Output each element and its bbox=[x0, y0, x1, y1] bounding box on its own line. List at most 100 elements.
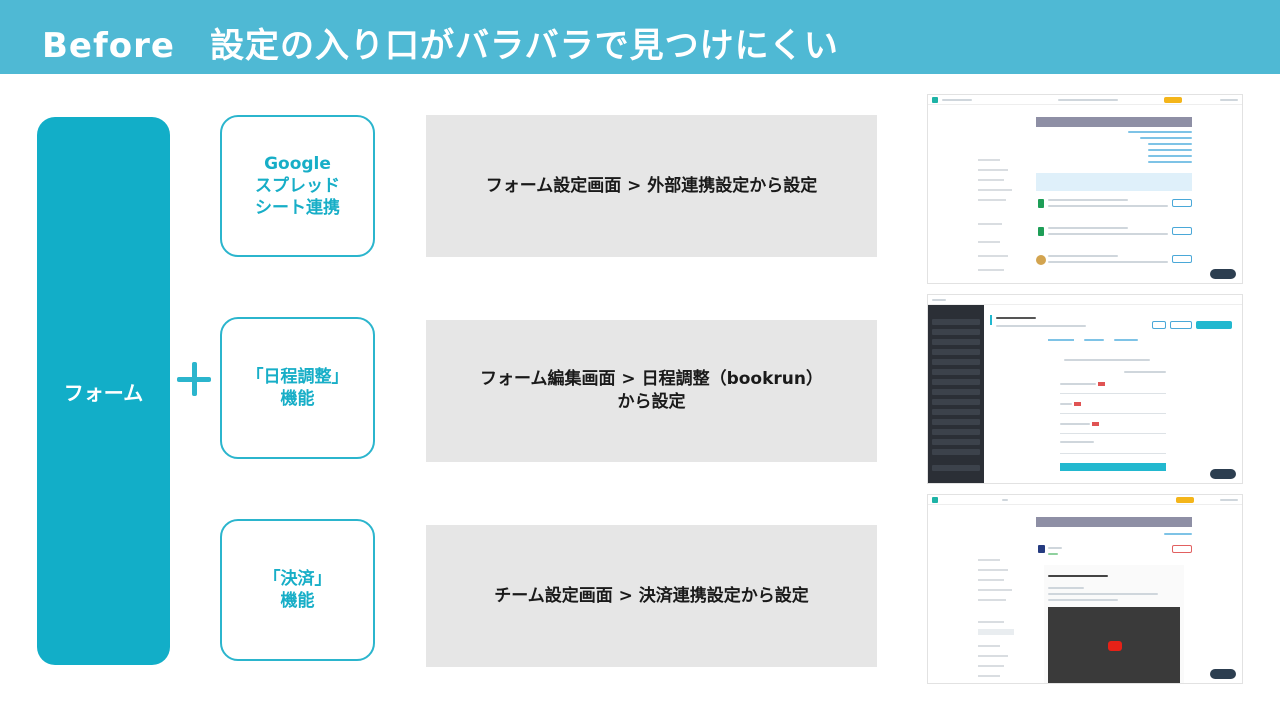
feature-label: 「日程調整」 機能 bbox=[246, 366, 349, 409]
thumb-field bbox=[1060, 449, 1166, 454]
thumb-topbar bbox=[928, 295, 1242, 305]
thumb-button bbox=[1170, 321, 1192, 329]
thumb-side-item bbox=[978, 169, 1008, 171]
thumb-line bbox=[1140, 137, 1192, 139]
thumb-dark-item bbox=[932, 329, 980, 335]
thumb-dark-item bbox=[932, 359, 980, 365]
thumb-side-item bbox=[978, 599, 1006, 601]
thumb-field bbox=[1060, 389, 1166, 394]
thumb-button bbox=[1172, 255, 1192, 263]
thumb-field bbox=[1060, 429, 1166, 434]
thumb-side-item bbox=[978, 223, 1002, 225]
thumb-line bbox=[1148, 143, 1192, 145]
thumb-field bbox=[1060, 409, 1166, 414]
thumb-line bbox=[1048, 255, 1118, 257]
thumb-dark-item bbox=[932, 429, 980, 435]
thumb-button bbox=[1060, 463, 1166, 471]
thumb-side-item bbox=[978, 629, 1014, 635]
thumb-side-item bbox=[978, 579, 1004, 581]
description-box-scheduling: フォーム編集画面 > 日程調整（bookrun） から設定 bbox=[426, 320, 877, 462]
thumb-dark-item bbox=[932, 379, 980, 385]
description-text: フォーム編集画面 > 日程調整（bookrun） から設定 bbox=[480, 369, 823, 412]
thumb-button bbox=[1152, 321, 1166, 329]
feature-label: 「決済」 機能 bbox=[263, 568, 332, 611]
thumb-line bbox=[932, 299, 946, 301]
thumb-line bbox=[1048, 199, 1128, 201]
avatar bbox=[1036, 255, 1046, 265]
thumb-line bbox=[1048, 227, 1128, 229]
thumb-dark-item bbox=[932, 449, 980, 455]
header-bar: Before 設定の入り口がバラバラで見つけにくい bbox=[0, 0, 1280, 74]
feature-box-spreadsheet: Google スプレッド シート連携 bbox=[220, 115, 375, 257]
description-box-payment: チーム設定画面 > 決済連携設定から設定 bbox=[426, 525, 877, 667]
thumb-side-item bbox=[978, 569, 1008, 571]
form-bar: フォーム bbox=[37, 117, 170, 665]
thumb-panel-header bbox=[1036, 517, 1192, 527]
plus-icon bbox=[177, 362, 211, 396]
thumb-line bbox=[996, 325, 1086, 327]
thumb-side-item bbox=[978, 559, 1000, 561]
thumb-line bbox=[996, 317, 1036, 319]
thumb-side-item bbox=[978, 199, 1006, 201]
thumb-line bbox=[1048, 553, 1058, 555]
paypal-icon bbox=[1038, 545, 1045, 553]
thumb-side-item bbox=[978, 241, 1000, 243]
thumb-dark-item bbox=[932, 389, 980, 395]
thumb-chip bbox=[1164, 97, 1182, 103]
thumb-line bbox=[1084, 339, 1104, 341]
screenshot-external-integration bbox=[927, 94, 1243, 284]
play-icon bbox=[1108, 641, 1122, 651]
thumb-line bbox=[1064, 359, 1150, 361]
thumb-side-item bbox=[978, 159, 1000, 161]
thumb-line bbox=[1220, 99, 1238, 101]
thumb-dark-item bbox=[932, 409, 980, 415]
thumb-topbar bbox=[928, 495, 1242, 505]
thumb-panel-header bbox=[1036, 117, 1192, 127]
spreadsheet-icon bbox=[1038, 227, 1044, 236]
thumb-line bbox=[1002, 499, 1008, 501]
spreadsheet-icon bbox=[1038, 199, 1044, 208]
thumb-line bbox=[1058, 99, 1118, 101]
thumb-line bbox=[1048, 575, 1108, 577]
thumb-accent bbox=[990, 315, 992, 325]
thumb-line bbox=[942, 99, 972, 101]
description-text: チーム設定画面 > 決済連携設定から設定 bbox=[494, 585, 809, 606]
thumb-side-item bbox=[978, 655, 1008, 657]
thumb-tab bbox=[1048, 339, 1074, 341]
thumb-button bbox=[1196, 321, 1232, 329]
thumb-side-item bbox=[978, 269, 1004, 271]
description-text: フォーム設定画面 > 外部連携設定から設定 bbox=[485, 175, 818, 196]
thumb-dark-item bbox=[932, 465, 980, 471]
thumb-line bbox=[1148, 161, 1192, 163]
thumb-dark-item bbox=[932, 339, 980, 345]
chat-icon bbox=[1210, 269, 1236, 279]
thumb-side-item bbox=[978, 255, 1008, 257]
thumb-line bbox=[1060, 423, 1090, 425]
thumb-side-item bbox=[978, 665, 1004, 667]
thumb-dark-item bbox=[932, 399, 980, 405]
chat-icon bbox=[1210, 469, 1236, 479]
thumb-line bbox=[1148, 155, 1192, 157]
thumb-info-box bbox=[1036, 173, 1192, 191]
app-logo-icon bbox=[932, 497, 938, 503]
chat-icon bbox=[1210, 669, 1236, 679]
thumb-line bbox=[1060, 403, 1072, 405]
thumb-line bbox=[1048, 233, 1168, 235]
thumb-line bbox=[1124, 371, 1166, 373]
required-tag bbox=[1092, 422, 1099, 426]
thumb-dark-item bbox=[932, 319, 980, 325]
thumb-line bbox=[1048, 587, 1084, 589]
thumb-line bbox=[1148, 149, 1192, 151]
thumb-button bbox=[1172, 199, 1192, 207]
thumb-side-item bbox=[978, 675, 1000, 677]
feature-box-payment: 「決済」 機能 bbox=[220, 519, 375, 661]
thumb-line bbox=[1114, 339, 1138, 341]
thumb-line bbox=[1048, 205, 1168, 207]
thumb-side-item bbox=[978, 645, 1000, 647]
thumb-dark-item bbox=[932, 419, 980, 425]
thumb-side-item bbox=[978, 589, 1012, 591]
description-box-spreadsheet: フォーム設定画面 > 外部連携設定から設定 bbox=[426, 115, 877, 257]
screenshot-payment-settings bbox=[927, 494, 1243, 684]
thumb-chip bbox=[1176, 497, 1194, 503]
thumb-line bbox=[1128, 131, 1192, 133]
